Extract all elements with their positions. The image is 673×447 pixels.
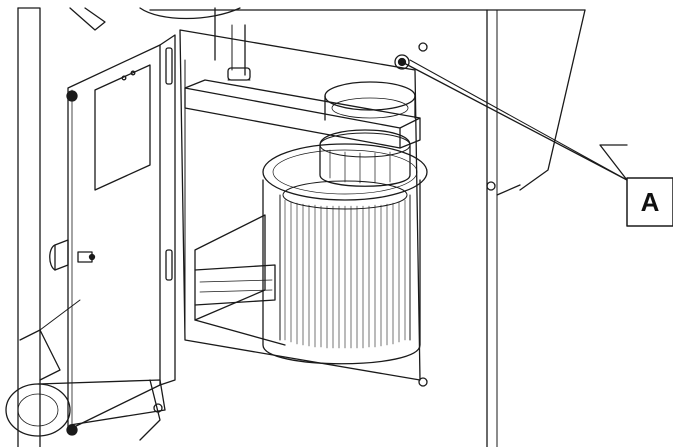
filter-top-disk (262, 143, 428, 201)
lower-left-pipe (5, 329, 166, 441)
access-door (67, 34, 176, 431)
ash-drawer (194, 214, 286, 346)
cabinet-opening (179, 24, 421, 381)
pleated-filter (262, 179, 421, 365)
callout-label-a: A (640, 186, 660, 217)
cabinet-frame (17, 7, 586, 447)
filter-collar (319, 129, 411, 187)
fastener-screw (394, 42, 428, 387)
top-left-bracket (69, 7, 241, 61)
motor-cap (324, 81, 416, 121)
door-screws (49, 90, 96, 436)
callout-leader-lines (401, 59, 628, 181)
callout-box (626, 177, 673, 227)
cross-beam (184, 79, 421, 149)
